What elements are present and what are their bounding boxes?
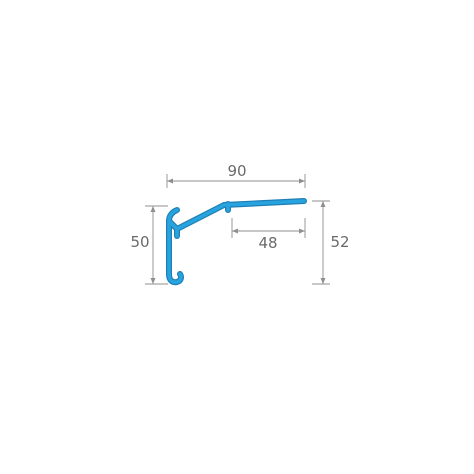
dimension-label-top-width: 90 bbox=[227, 162, 246, 180]
dimension-left-height: 50 bbox=[130, 205, 168, 285]
dimension-right-height: 52 bbox=[312, 200, 350, 285]
dimension-top-width: 90 bbox=[166, 162, 306, 188]
dimension-label-left-height: 50 bbox=[130, 233, 149, 251]
dimension-label-right-height: 52 bbox=[330, 233, 349, 251]
profile-shape bbox=[166, 198, 307, 286]
dimension-inner-width: 48 bbox=[231, 218, 306, 252]
dimension-label-inner-width: 48 bbox=[258, 234, 277, 252]
